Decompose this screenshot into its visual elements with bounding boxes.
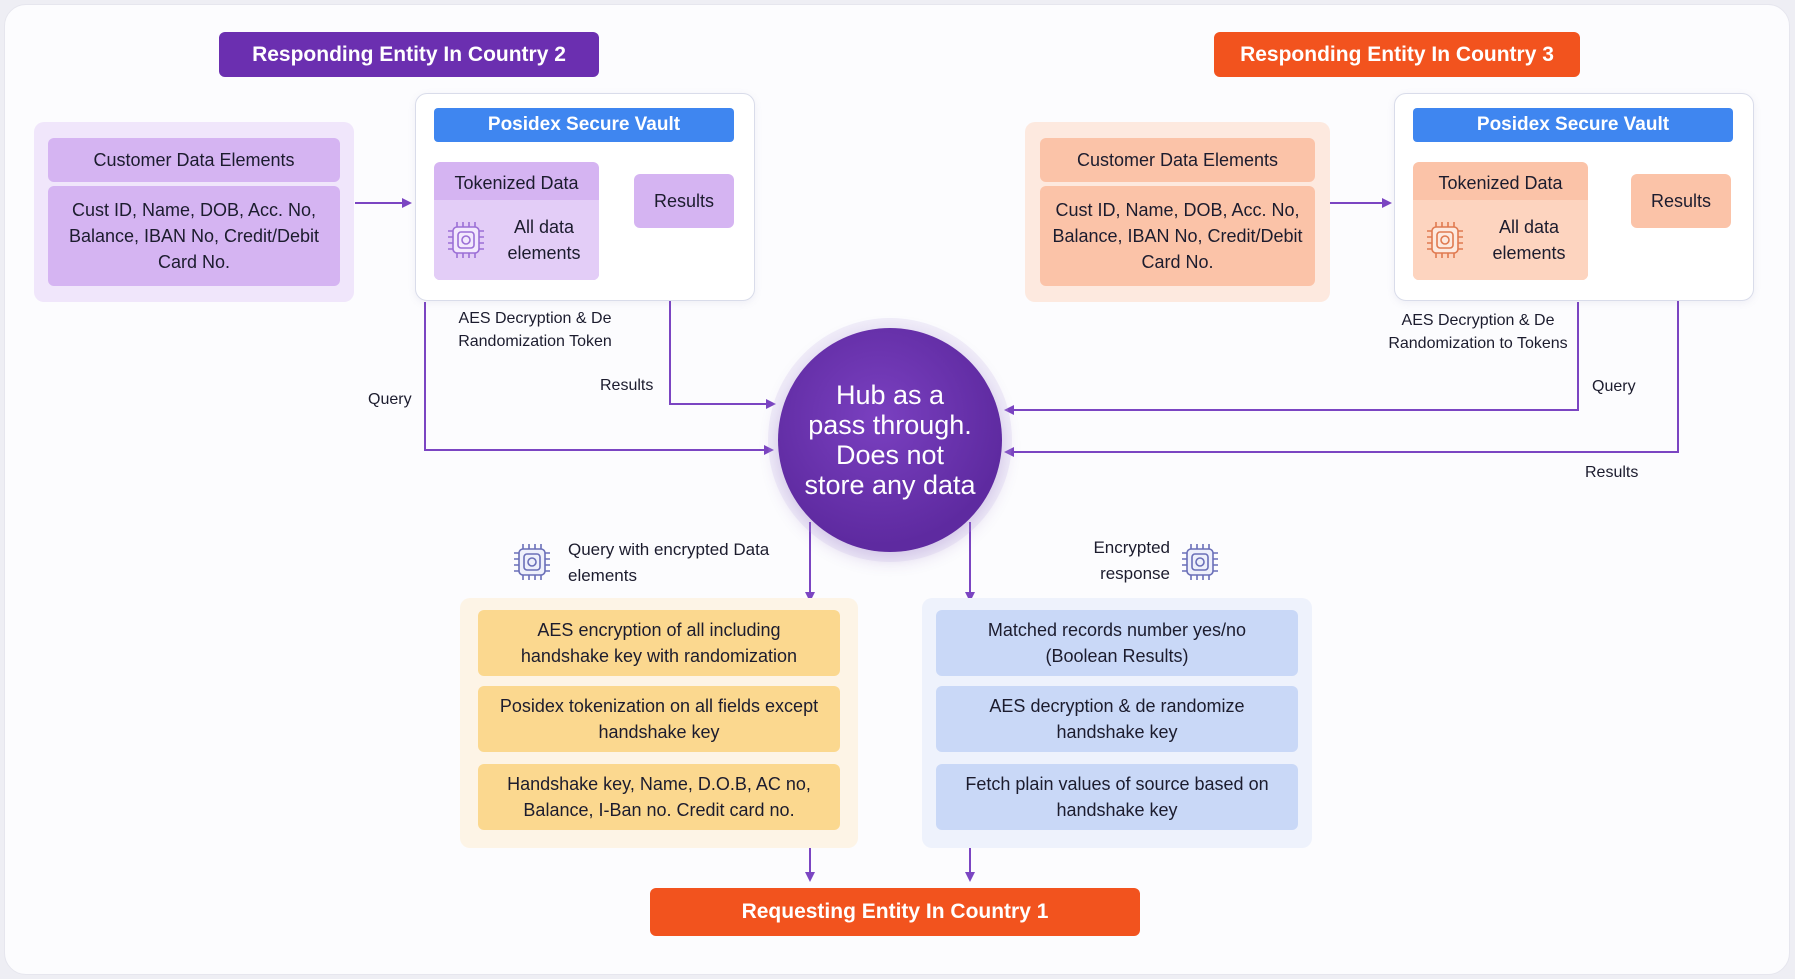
chip-icon (514, 544, 550, 580)
bottom-right-caption: Encrypted response (1093, 538, 1170, 583)
left-customer-body: Cust ID, Name, DOB, Acc. No, Balance, IB… (48, 186, 340, 286)
right-customer-header: Customer Data Elements (1040, 138, 1315, 182)
left-results-box: Results (634, 174, 734, 228)
response-step-3: Fetch plain values of source based on ha… (936, 764, 1298, 830)
left-vault-title: Posidex Secure Vault (434, 108, 734, 142)
left-customer-panel: Customer Data Elements Cust ID, Name, DO… (34, 122, 354, 302)
left-aes-note: AES Decryption & De Randomization Token (458, 310, 612, 350)
title-country-3: Responding Entity In Country 3 (1214, 32, 1580, 77)
chip-icon (1427, 222, 1463, 258)
right-vault-title: Posidex Secure Vault (1413, 108, 1733, 142)
right-tokenized-box: Tokenized Data All data elements (1413, 162, 1588, 280)
right-vault-panel: Posidex Secure Vault Tokenized Data All … (1394, 93, 1754, 301)
hub-circle: Hub as a pass through. Does not store an… (778, 328, 1002, 552)
title-country-1: Requesting Entity In Country 1 (650, 888, 1140, 936)
right-all-data-label: All data elements (1492, 217, 1566, 263)
chip-icon (1182, 544, 1218, 580)
left-results-label: Results (600, 377, 654, 394)
left-customer-header: Customer Data Elements (48, 138, 340, 182)
right-query-label: Query (1592, 378, 1636, 395)
right-results-box: Results (1631, 174, 1731, 228)
right-customer-panel: Customer Data Elements Cust ID, Name, DO… (1025, 122, 1330, 302)
left-query-label: Query (368, 391, 412, 408)
right-tokenized-label: Tokenized Data (1438, 173, 1563, 193)
left-vault-panel: Posidex Secure Vault Tokenized Data All … (415, 93, 755, 301)
encryption-step-1: AES encryption of all including handshak… (478, 610, 840, 676)
left-all-data-label: All data elements (507, 217, 581, 263)
right-results-label: Results (1585, 464, 1639, 481)
chip-icon (448, 222, 484, 258)
response-step-2: AES decryption & de randomize handshake … (936, 686, 1298, 752)
bottom-left-panel: AES encryption of all including handshak… (460, 598, 858, 848)
bottom-left-caption: Query with encrypted Data elements (568, 540, 770, 585)
response-step-1: Matched records number yes/no (Boolean R… (936, 610, 1298, 676)
right-aes-note: AES Decryption & De Randomization to Tok… (1388, 312, 1568, 352)
left-tokenized-box: Tokenized Data All data elements (434, 162, 599, 280)
encryption-step-2: Posidex tokenization on all fields excep… (478, 686, 840, 752)
bottom-right-panel: Matched records number yes/no (Boolean R… (922, 598, 1312, 848)
right-customer-body: Cust ID, Name, DOB, Acc. No, Balance, IB… (1040, 186, 1315, 286)
encryption-step-3: Handshake key, Name, D.O.B, AC no, Balan… (478, 764, 840, 830)
title-country-2: Responding Entity In Country 2 (219, 32, 599, 77)
left-tokenized-label: Tokenized Data (454, 173, 579, 193)
